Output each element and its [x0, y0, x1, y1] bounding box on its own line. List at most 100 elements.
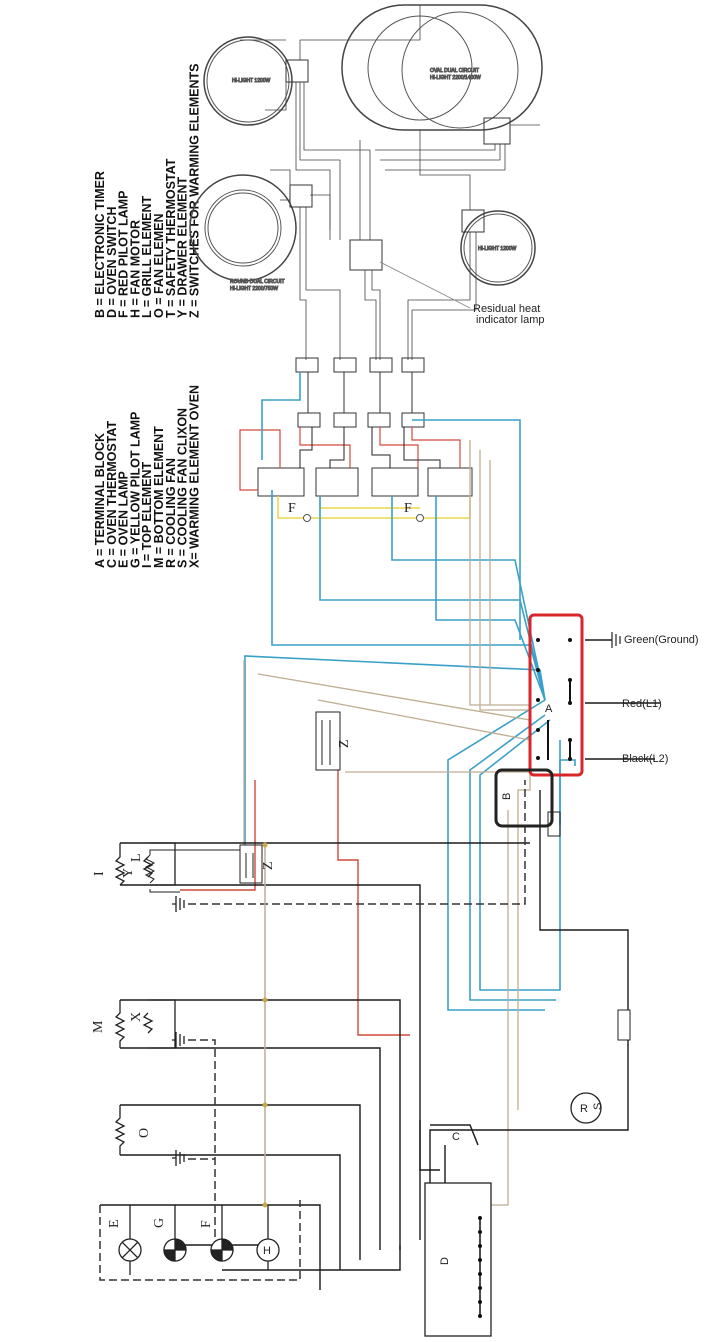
ground-icon: [611, 632, 621, 648]
label-E: E: [107, 1219, 122, 1228]
burner-oval-dual: OVAL DUAL CIRCUIT Hi-LIGHT 2200/1400W: [341, 4, 543, 131]
legend-item: Z = SWITCHES FOR WARMING ELEMENTS: [187, 63, 201, 318]
legend-item: O = FAN ELEMEN: [152, 213, 166, 318]
switch-z-2: [315, 711, 341, 771]
pilot-lamp-icon: [303, 514, 311, 522]
ground-wire-label: Green(Ground): [624, 634, 699, 646]
label-F-3: F: [199, 1220, 214, 1228]
safety-thermostat: [547, 811, 561, 837]
burner-oval-label-line1: OVAL DUAL CIRCUIT: [430, 68, 479, 74]
switch-z-1: [239, 844, 263, 884]
oven-lamp-e: E: [107, 1219, 142, 1262]
electronic-timer-b: [494, 768, 554, 828]
warming-switches: Z Z Y: [121, 711, 352, 893]
burner-oval-label-line2: Hi-LIGHT 2200/1400W: [430, 75, 481, 81]
label-X: X: [129, 1012, 144, 1022]
burner-connector: [461, 209, 485, 233]
main-wiring: [99, 372, 660, 1290]
label-F-1: F: [288, 501, 296, 516]
energy-regulators: F F: [239, 427, 473, 522]
lamps-and-motor: E G F H: [107, 1205, 280, 1275]
legend-item: X= WARMING ELEMENT OVEN: [187, 385, 201, 568]
terminal-label: A: [545, 703, 553, 715]
label-R: R: [580, 1103, 588, 1115]
label-Z-2: Z: [337, 739, 352, 748]
legend-item: G = YELLOW PILOT LAMP: [128, 412, 142, 568]
oven-thermostat-c: [430, 1124, 479, 1146]
burner-oval-label: OVAL DUAL CIRCUIT Hi-LIGHT 2200/1400W: [430, 68, 481, 81]
legend-item: C = OVEN THERMOSTAT: [105, 421, 119, 568]
energy-regulator-4: [427, 467, 473, 497]
label-F-2: F: [404, 501, 412, 516]
oven-switch-d: D: [424, 1182, 492, 1337]
label-I: I: [92, 871, 107, 876]
warming-element-x: [142, 1012, 154, 1034]
label-B: B: [501, 793, 513, 800]
energy-regulator-2: [315, 467, 359, 497]
label-L: L: [129, 853, 144, 862]
burner-small-br-label: Hi-LIGHT 1200W: [478, 246, 517, 252]
red-l1-label: Red(L1): [622, 698, 662, 710]
fan-element-o: [114, 1105, 126, 1155]
legend-item: M = BOTTOM ELEMENT: [152, 426, 166, 568]
burner-round-label-2: Hi-LIGHT 2200/750W: [230, 286, 278, 292]
fan-motor-h: H: [256, 1238, 280, 1262]
legend-item: Y = DRAWER ELEMENT: [176, 177, 190, 318]
ground-icon: [172, 896, 185, 912]
label-O: O: [137, 1128, 152, 1138]
burner-connector: [285, 59, 309, 83]
drawer-element-y: [144, 854, 156, 884]
residual-label-1: Residual heat: [473, 303, 540, 315]
hob-burners: Hi-LIGHT 1200W OVAL DUAL CIRCUIT Hi-LIGH…: [189, 4, 544, 360]
energy-regulator-1: [257, 467, 305, 497]
legend-item: L = GRILL ELEMENT: [140, 196, 154, 318]
cooling-fan-r: [570, 1092, 602, 1124]
legend-item: H = FAN MOTOR: [128, 220, 142, 318]
red-pilot-lamp-f: F: [199, 1220, 234, 1262]
burner-small-tl-label: Hi-LIGHT 1200W: [232, 78, 271, 84]
energy-regulator-3: [371, 467, 419, 497]
label-D: D: [439, 1257, 451, 1265]
label-S: S: [592, 1103, 604, 1110]
bottom-element-m: [114, 1000, 126, 1048]
pilot-lamp-icon: [416, 514, 424, 522]
burner-round-dual: ROUND DUAL CIRCUIT Hi-LIGHT 2200/750W: [189, 174, 297, 293]
residual-lamp-block: [349, 239, 383, 271]
legend-item: I = TOP ELEMENT: [140, 461, 154, 568]
legend-item: R = COOLING FAN: [164, 458, 178, 568]
legend-item: F = RED PILOT LAMP: [117, 191, 131, 318]
yellow-pilot-lamp-g: G: [152, 1218, 187, 1262]
controls: B R S C: [430, 768, 631, 1146]
legend-item: E = OVEN LAMP: [117, 471, 131, 568]
hob-connectors: [295, 357, 425, 428]
label-Y: Y: [121, 868, 136, 878]
label-M: M: [91, 1020, 106, 1033]
grill-element-l: [142, 856, 154, 878]
label-H: H: [263, 1245, 271, 1257]
label-Z-1: Z: [261, 861, 276, 870]
burner-connector: [483, 117, 511, 145]
ground-icon: [172, 1032, 185, 1048]
ground-icon: [172, 1150, 185, 1166]
burner-small-bottom-right: Hi-LIGHT 1200W: [460, 210, 536, 286]
burner-connector: [289, 184, 313, 208]
burner-small-top-left: Hi-LIGHT 1200W: [203, 36, 293, 126]
legend-item: A = TERMINAL BLOCK: [93, 433, 107, 568]
top-element-i: [114, 843, 126, 886]
cooling-fan-clixon-s: [617, 1009, 631, 1041]
heating-elements: I L M X O: [91, 842, 185, 1166]
legend-item: T = SAFETY THERMOSTAT: [164, 158, 178, 318]
label-G: G: [152, 1218, 167, 1228]
burner-round-label-1: ROUND DUAL CIRCUIT: [230, 279, 285, 285]
residual-label-2: indicator lamp: [476, 314, 544, 326]
legend-item: B = ELECTRONIC TIMER: [93, 171, 107, 318]
terminal-block: A Green(Ground) Red(L1) Black(L2): [528, 613, 699, 777]
label-C: C: [452, 1131, 460, 1143]
legend-item: S = COOLING FAN CLIXON: [176, 408, 190, 568]
black-l2-label: Black(L2): [622, 753, 668, 765]
legend-item: D = OVEN SWITCH: [105, 207, 119, 318]
